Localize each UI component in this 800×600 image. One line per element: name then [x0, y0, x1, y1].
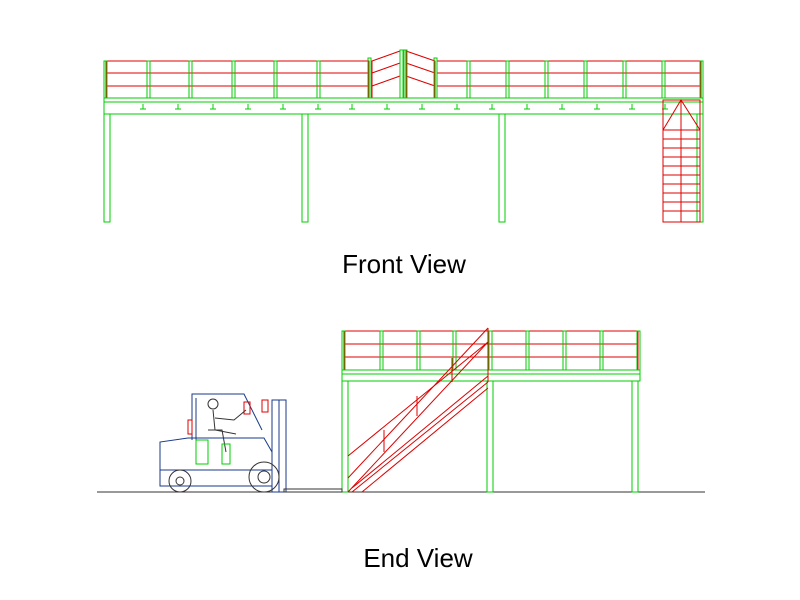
end-view: End View: [97, 327, 705, 573]
front-stair: [662, 99, 701, 223]
front-deck: [103, 97, 704, 115]
end-deck: [341, 369, 641, 493]
front-view: Front View: [103, 49, 704, 279]
forklift: [159, 393, 343, 493]
end-railing: [341, 330, 641, 371]
end-stair: [347, 327, 489, 493]
front-columns: [103, 113, 704, 223]
end-view-label: End View: [363, 543, 473, 573]
front-railing: [103, 49, 704, 99]
front-view-label: Front View: [342, 249, 466, 279]
